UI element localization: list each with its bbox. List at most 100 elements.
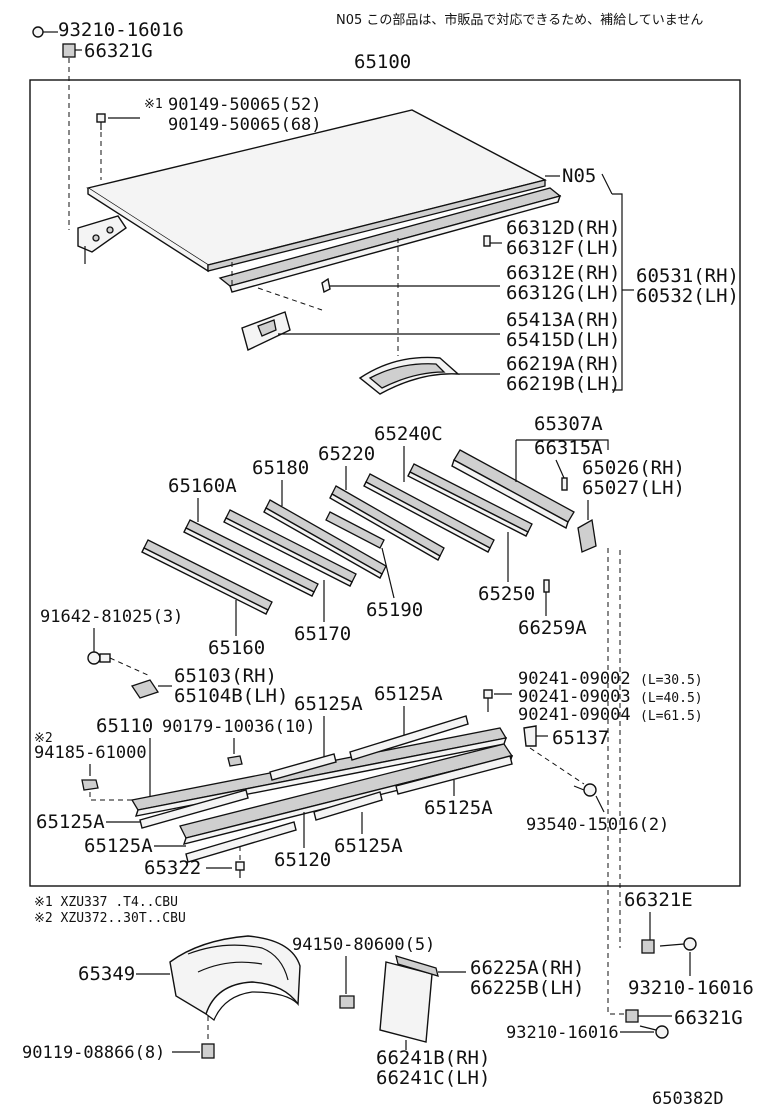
note-n05: N05 この部品は、市販品で対応できるため、補給していません bbox=[336, 12, 703, 28]
bolt-93540[interactable] bbox=[573, 783, 597, 797]
label-66219a: 66219A(RH) bbox=[506, 353, 620, 375]
label-66312e: 66312E(RH) bbox=[506, 262, 620, 284]
crossmember-65160a[interactable] bbox=[183, 519, 319, 597]
label-65104b: 65104B(LH) bbox=[174, 685, 288, 707]
label-66219b: 66219B(LH) bbox=[506, 373, 620, 395]
bolt-93210-mid[interactable] bbox=[659, 937, 697, 951]
skid-strip-5[interactable] bbox=[313, 791, 383, 821]
label-66225a: 66225A(RH) bbox=[470, 957, 584, 979]
nut-66321e[interactable] bbox=[641, 939, 655, 954]
label-66315a: 66315A bbox=[534, 437, 603, 459]
label-66225b: 66225B(LH) bbox=[470, 977, 584, 999]
label-65220: 65220 bbox=[318, 443, 375, 465]
bracket-65413a[interactable] bbox=[241, 311, 291, 351]
label-65160: 65160 bbox=[208, 637, 265, 659]
rail-65307a[interactable] bbox=[451, 449, 575, 530]
label-65125a-lower-mid: 65125A bbox=[334, 835, 403, 857]
hinge-bracket-left[interactable] bbox=[77, 215, 127, 264]
crossmember-65190[interactable] bbox=[325, 511, 385, 549]
label-93540: 93540-15016(2) bbox=[526, 815, 669, 835]
bracket-65103[interactable] bbox=[130, 679, 160, 699]
label-65100: 65100 bbox=[354, 51, 411, 73]
footnote-1: ※1 XZU337 .T4..CBU bbox=[34, 895, 178, 910]
bolt-90119[interactable] bbox=[201, 1043, 215, 1059]
skid-strip-2[interactable] bbox=[269, 753, 337, 781]
label-65349: 65349 bbox=[78, 963, 135, 985]
skid-strip-3[interactable] bbox=[349, 715, 469, 761]
label-93210-16016-bottom: 93210-16016 bbox=[506, 1023, 619, 1043]
label-65027: 65027(LH) bbox=[582, 477, 685, 499]
diagram-id: 650382D bbox=[652, 1089, 724, 1109]
label-90149-50065-52: 90149-50065(52) bbox=[168, 95, 322, 115]
footnote-2: ※2 XZU372..30T..CBU bbox=[34, 911, 186, 926]
screw-65322[interactable] bbox=[235, 861, 245, 878]
label-66321g-bottom: 66321G bbox=[674, 1007, 743, 1029]
label-65103: 65103(RH) bbox=[174, 665, 277, 687]
label-90241-09002-len: (L=30.5) bbox=[640, 673, 703, 688]
label-94185: 94185-61000 bbox=[34, 743, 147, 763]
clip-66312d[interactable] bbox=[483, 235, 491, 247]
crossmember-65220[interactable] bbox=[329, 485, 445, 561]
clip-66312e[interactable] bbox=[321, 277, 331, 294]
cover-66219a[interactable] bbox=[358, 356, 460, 395]
label-65125a-top-left: 65125A bbox=[294, 693, 363, 715]
mark-1: ※1 bbox=[144, 97, 163, 112]
label-60531: 60531(RH) bbox=[636, 265, 739, 287]
nut-94150[interactable] bbox=[339, 995, 355, 1009]
label-65125a-lower-left: 65125A bbox=[84, 835, 153, 857]
clip-66259a[interactable] bbox=[543, 579, 550, 593]
label-93210-16016-mid: 93210-16016 bbox=[628, 977, 754, 999]
fender-65349[interactable] bbox=[169, 935, 301, 1021]
label-91642: 91642-81025(3) bbox=[40, 607, 183, 627]
bolt-91642[interactable] bbox=[87, 651, 111, 665]
crossmember-65250[interactable] bbox=[407, 463, 533, 537]
label-65137: 65137 bbox=[552, 727, 609, 749]
label-65250: 65250 bbox=[478, 583, 535, 605]
label-65413a: 65413A(RH) bbox=[506, 309, 620, 331]
label-65240c: 65240C bbox=[374, 423, 443, 445]
label-93210-16016-top: 93210-16016 bbox=[58, 19, 184, 41]
nut-94185[interactable] bbox=[81, 779, 99, 791]
clip-66315a[interactable] bbox=[561, 477, 568, 491]
label-65170: 65170 bbox=[294, 623, 351, 645]
label-66321e: 66321E bbox=[624, 889, 693, 911]
label-n05: N05 bbox=[562, 165, 596, 187]
label-65160a: 65160A bbox=[168, 475, 237, 497]
screw-90149[interactable] bbox=[96, 113, 106, 130]
deck-panel-65100[interactable] bbox=[86, 109, 547, 273]
bracket-65137[interactable] bbox=[523, 725, 537, 747]
crossmember-65180[interactable] bbox=[263, 499, 387, 579]
mudflap-66241[interactable] bbox=[379, 955, 439, 1043]
nut-66321g-top[interactable] bbox=[62, 43, 76, 58]
corner-bracket-65026[interactable] bbox=[577, 518, 597, 553]
label-66259a: 66259A bbox=[518, 617, 587, 639]
label-66321g-top: 66321G bbox=[84, 40, 153, 62]
side-rail-60531[interactable] bbox=[218, 187, 562, 293]
label-90119: 90119-08866(8) bbox=[22, 1043, 165, 1063]
label-65125a-right: 65125A bbox=[424, 797, 493, 819]
clip-90179[interactable] bbox=[227, 755, 243, 767]
label-90179: 90179-10036(10) bbox=[162, 717, 316, 737]
crossmember-65170[interactable] bbox=[223, 509, 357, 587]
bolt-90241[interactable] bbox=[483, 689, 493, 712]
crossmember-65240c[interactable] bbox=[363, 473, 495, 553]
skid-strip-4[interactable] bbox=[185, 821, 297, 863]
label-60532: 60532(LH) bbox=[636, 285, 739, 307]
label-65026: 65026(RH) bbox=[582, 457, 685, 479]
skid-strip-1[interactable] bbox=[139, 789, 249, 829]
label-65110: 65110 bbox=[96, 715, 153, 737]
label-65307a: 65307A bbox=[534, 413, 603, 435]
bolt-93210-top[interactable] bbox=[32, 26, 58, 38]
label-94150: 94150-80600(5) bbox=[292, 935, 435, 955]
bolt-93210-bottom[interactable] bbox=[639, 1025, 669, 1039]
label-90241-09003-len: (L=40.5) bbox=[640, 691, 703, 706]
label-90241-09004: 90241-09004 bbox=[518, 705, 631, 725]
nut-66321g-bottom[interactable] bbox=[625, 1009, 639, 1023]
label-90241-09002: 90241-09002 bbox=[518, 669, 631, 689]
label-90241-09004-len: (L=61.5) bbox=[640, 709, 703, 724]
label-66312g: 66312G(LH) bbox=[506, 282, 620, 304]
crossmember-65160[interactable] bbox=[141, 539, 273, 615]
label-90149-50065-68: 90149-50065(68) bbox=[168, 115, 322, 135]
skid-strip-6[interactable] bbox=[395, 755, 513, 795]
